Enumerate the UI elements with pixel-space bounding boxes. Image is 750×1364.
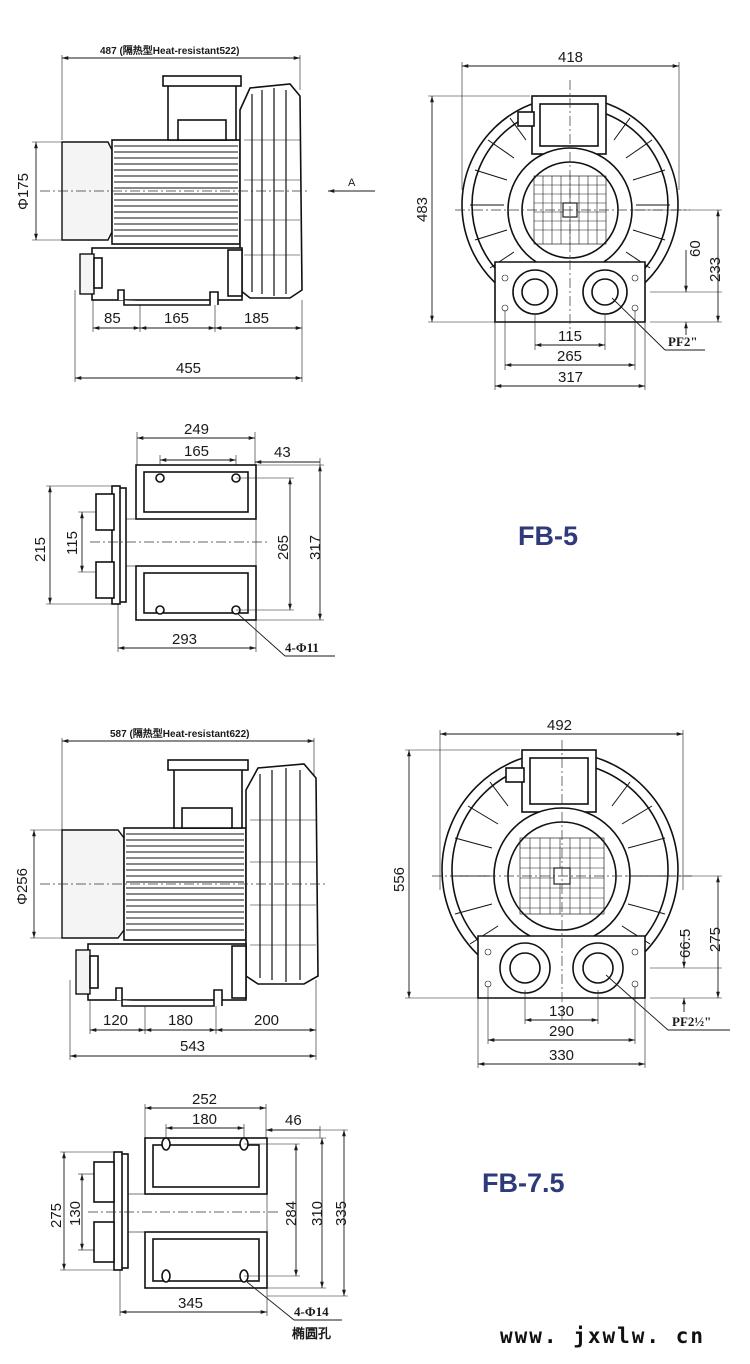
- fb5-side-view: 487 (隔热型Heat-resistant522): [15, 44, 375, 382]
- fb5-bottom-h1-label: 215: [32, 537, 49, 562]
- fb5-bottom-view: 249 165 43 215 115 265: [32, 421, 335, 657]
- fb75-bottom-view: 252 180 46 275 130 284 310: [48, 1091, 350, 1341]
- fb75-bottom-h4-label: 310: [309, 1201, 326, 1226]
- fb75-bottom-h2-label: 130: [67, 1201, 84, 1226]
- fb5-front-view: 418 483: [414, 49, 724, 390]
- fb5-model-label: FB-5: [518, 521, 578, 551]
- fb75-front-b2-label: 290: [549, 1023, 574, 1040]
- fb5-front-right1-label: 60: [687, 240, 704, 257]
- fb5-side-dia-label: Φ175: [15, 173, 32, 210]
- fb75-side-dia-label: Φ256: [14, 868, 31, 905]
- fb75-port-label: PF2½": [672, 1014, 711, 1029]
- fb75-side-dim-3: 200: [254, 1012, 279, 1029]
- fb5-side-arrow-label: A: [348, 177, 356, 189]
- fb75-bottom-w3-label: 46: [285, 1112, 302, 1129]
- fb75-front-b1-label: 130: [549, 1003, 574, 1020]
- fb5-bottom-w2-label: 165: [184, 443, 209, 460]
- fb75-side-overall-label: 543: [180, 1038, 205, 1055]
- fb5-side-dim-3: 185: [244, 310, 269, 327]
- site-url: www. jxwlw. cn: [500, 1324, 705, 1348]
- fb5-holes-label: 4-Φ11: [285, 640, 319, 655]
- fb5-bottom-w1-label: 249: [184, 421, 209, 438]
- fb75-bottom-w1-label: 252: [192, 1091, 217, 1108]
- fb75-side-view: 587 (隔热型Heat-resistant622): [14, 727, 326, 1060]
- fb75-front-right2-label: 275: [707, 927, 724, 952]
- fb75-front-right1-label: 66.5: [677, 929, 694, 958]
- fb5-front-height-label: 483: [414, 197, 431, 222]
- fb75-bottom-h5-label: 335: [333, 1201, 350, 1226]
- fb5-front-b2-label: 265: [557, 348, 582, 365]
- fb5-bottom-h4-label: 317: [307, 535, 324, 560]
- fb75-bottom-w4-label: 345: [178, 1295, 203, 1312]
- fb75-bottom-w2-label: 180: [192, 1111, 217, 1128]
- fb5-bottom-w3-label: 43: [274, 444, 291, 461]
- fb75-front-height-label: 556: [391, 867, 408, 892]
- fb75-bottom-h1-label: 275: [48, 1203, 65, 1228]
- fb75-front-width-label: 492: [547, 717, 572, 734]
- fb75-side-top-dim: 587 (隔热型Heat-resistant622): [110, 727, 250, 740]
- fb75-front-b3-label: 330: [549, 1047, 574, 1064]
- fb5-side-top-dim: 487 (隔热型Heat-resistant522): [100, 44, 240, 57]
- fb5-front-b1-label: 115: [558, 328, 582, 345]
- fb75-model-label: FB-7.5: [482, 1168, 565, 1198]
- fb5-bottom-h2-label: 115: [64, 531, 81, 555]
- fb75-front-view: 492 556: [391, 717, 730, 1068]
- fb5-side-overall-label: 455: [176, 360, 201, 377]
- fb5-front-width-label: 418: [558, 49, 583, 66]
- fb5-front-right2-label: 233: [707, 257, 724, 282]
- fb5-front-b3-label: 317: [558, 369, 583, 386]
- fb75-holes-note: 椭圆孔: [292, 1326, 331, 1341]
- fb5-port-label: PF2": [668, 334, 698, 349]
- fb5-side-dim-2: 165: [164, 310, 189, 327]
- fb5-side-dim-1: 85: [104, 310, 121, 327]
- fb75-side-dim-2: 180: [168, 1012, 193, 1029]
- fb5-bottom-h3-label: 265: [275, 535, 292, 560]
- fb75-side-dim-1: 120: [103, 1012, 128, 1029]
- fb75-holes-label: 4-Φ14: [294, 1304, 329, 1319]
- fb75-bottom-h3-label: 284: [283, 1201, 300, 1226]
- fb5-bottom-w4-label: 293: [172, 631, 197, 648]
